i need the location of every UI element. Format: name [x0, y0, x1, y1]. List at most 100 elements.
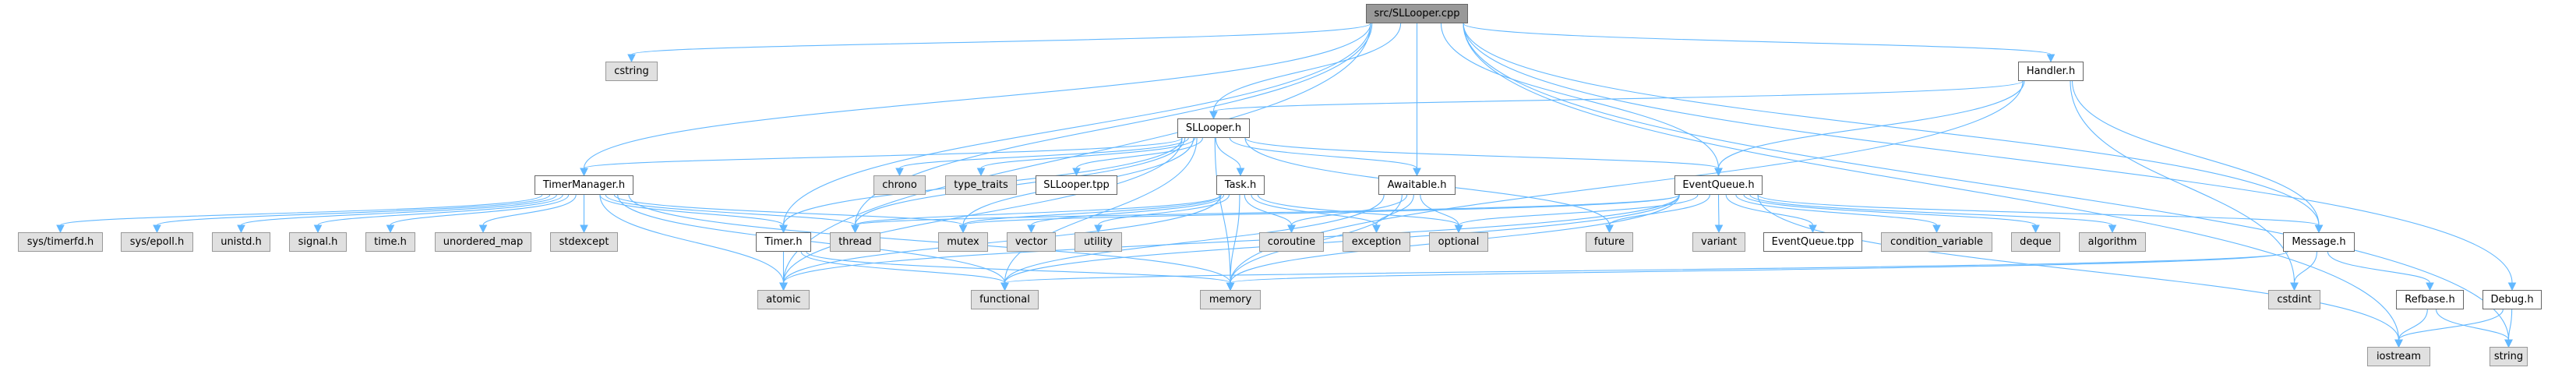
edge-sllooper_h-to-thread [854, 137, 1186, 226]
node-unistd-h[interactable]: unistd.h [212, 232, 270, 252]
node-unordered-map[interactable]: unordered_map [435, 232, 531, 252]
arrowhead-message-to-memory [1226, 282, 1235, 292]
node-cstdint[interactable]: cstdint [2268, 290, 2320, 309]
arrowhead-task-to-utility [1094, 224, 1103, 234]
node-utility[interactable]: utility [1075, 232, 1122, 252]
node-refbase-h[interactable]: Refbase.h [2396, 290, 2464, 309]
edge-sllooper_h-to-sllooper_tpp [1075, 137, 1203, 169]
node-exception[interactable]: exception [1343, 232, 1410, 252]
node-sys-epoll-h[interactable]: sys/epoll.h [121, 232, 193, 252]
node-src-sllooper-cpp: src/SLLooper.cpp [1366, 4, 1468, 23]
edge-eventqueue-to-message [1757, 194, 2320, 226]
node-vector[interactable]: vector [1007, 232, 1056, 252]
edge-debug-to-iostream [2398, 309, 2504, 341]
edge-timermanager-to-sys_timerfd [59, 194, 543, 226]
node-sllooper-tpp[interactable]: SLLooper.tpp [1036, 175, 1117, 195]
node-message-h[interactable]: Message.h [2283, 232, 2355, 252]
edge-task-to-coroutine [1244, 194, 1293, 226]
edge-eventqueue-to-atomic [782, 194, 1680, 284]
arrowhead-timermanager-to-unistd [237, 224, 245, 234]
arrowhead-sllooper_h-to-timermanager [580, 168, 588, 177]
edge-handler-to-cstdint [2070, 80, 2295, 284]
edge-task-to-thread [854, 194, 1222, 226]
node-future[interactable]: future [1586, 232, 1633, 252]
edge-timermanager-to-unordered_map [482, 194, 577, 226]
edge-handler-to-message [2071, 80, 2320, 226]
edge-root-to-debug [1463, 23, 2513, 284]
edge-task-to-vector [1030, 194, 1225, 226]
node-eventqueue-h[interactable]: EventQueue.h [1674, 175, 1763, 195]
arrowhead-timermanager-to-unordered_map [478, 224, 488, 234]
arrowhead-eventqueue-to-condition_variable [1932, 224, 1941, 234]
edge-task-to-optional [1257, 194, 1459, 226]
edge-sllooper_h-to-functional [1004, 137, 1198, 284]
edge-root-to-string [1463, 23, 2510, 341]
node-memory[interactable]: memory [1200, 290, 1261, 309]
edge-message-to-cstdint [2293, 251, 2318, 284]
arrowhead-root-to-cstring [627, 54, 636, 63]
node-debug-h[interactable]: Debug.h [2482, 290, 2542, 309]
node-deque[interactable]: deque [2011, 232, 2060, 252]
edge-root-to-thread [854, 23, 1373, 226]
node-cstring[interactable]: cstring [605, 62, 658, 81]
edge-task-to-mutex [962, 194, 1222, 226]
edge-eventqueue-to-future [1608, 194, 1710, 226]
edge-awaitable-to-coroutine [1290, 194, 1408, 226]
node-variant[interactable]: variant [1692, 232, 1745, 252]
arrowhead-message-to-functional [1000, 282, 1009, 292]
arrowhead-debug-to-iostream [2394, 339, 2403, 348]
edge-timer-to-functional [800, 251, 1006, 284]
node-sys-timerfd-h[interactable]: sys/timerfd.h [18, 232, 103, 252]
node-string[interactable]: string [2490, 347, 2528, 366]
edge-sllooper_h-to-memory [1214, 137, 1231, 284]
node-stdexcept[interactable]: stdexcept [550, 232, 618, 252]
edge-root-to-cstring [630, 23, 1371, 55]
edge-root-to-eventqueue [1440, 23, 1720, 169]
node-coroutine[interactable]: coroutine [1259, 232, 1324, 252]
edge-root-to-handler [1463, 23, 2052, 55]
node-algorithm[interactable]: algorithm [2079, 232, 2146, 252]
node-type-traits[interactable]: type_traits [945, 175, 1017, 195]
node-handler-h[interactable]: Handler.h [2018, 62, 2084, 81]
edge-timermanager-to-memory [628, 194, 1231, 284]
edge-awaitable-to-optional [1420, 194, 1459, 226]
node-optional[interactable]: optional [1429, 232, 1488, 252]
edge-eventqueue-to-iostream [1757, 194, 2400, 341]
node-mutex[interactable]: mutex [938, 232, 988, 252]
edge-refbase-to-string [2436, 309, 2510, 341]
node-timer-h[interactable]: Timer.h [756, 232, 811, 252]
arrowhead-eventqueue-to-variant [1714, 224, 1724, 234]
node-signal-h[interactable]: signal.h [289, 232, 347, 252]
arrowhead-eventqueue-to-thread [851, 224, 859, 234]
edge-sllooper_h-to-awaitable [1229, 137, 1418, 169]
node-chrono[interactable]: chrono [873, 175, 926, 195]
edge-task-to-atomic [782, 194, 1222, 284]
edge-eventqueue-to-functional [1004, 194, 1680, 284]
edge-timermanager-to-sys_epoll [156, 194, 551, 226]
edge-debug-to-string [2507, 309, 2513, 341]
edge-timermanager-to-timer [599, 194, 785, 226]
node-atomic[interactable]: atomic [757, 290, 810, 309]
node-awaitable-h[interactable]: Awaitable.h [1378, 175, 1456, 195]
arrowhead-message-to-refbase [2426, 282, 2434, 292]
edge-timermanager-to-unistd [240, 194, 557, 226]
edge-task-to-utility [1097, 194, 1230, 226]
node-iostream[interactable]: iostream [2367, 347, 2430, 366]
node-time-h[interactable]: time.h [365, 232, 415, 252]
arrowhead-root-to-debug [2507, 282, 2517, 292]
node-sllooper-h[interactable]: SLLooper.h [1177, 118, 1250, 138]
edge-eventqueue-to-thread [854, 194, 1680, 226]
node-task-h[interactable]: Task.h [1216, 175, 1265, 195]
node-condition-variable[interactable]: condition_variable [1881, 232, 1992, 252]
edge-timermanager-to-mutex [613, 194, 964, 226]
edge-timermanager-to-thread [605, 194, 856, 226]
edge-timermanager-to-time_h [390, 194, 570, 226]
edge-root-to-sllooper_h [1212, 23, 1402, 112]
node-timermanager-h[interactable]: TimerManager.h [535, 175, 633, 195]
edge-eventqueue-to-algorithm [1749, 194, 2113, 226]
arrowhead-timermanager-to-stdexcept [580, 224, 588, 234]
node-thread[interactable]: thread [830, 232, 880, 252]
node-eventqueue-tpp[interactable]: EventQueue.tpp [1763, 232, 1862, 252]
node-functional[interactable]: functional [971, 290, 1039, 309]
